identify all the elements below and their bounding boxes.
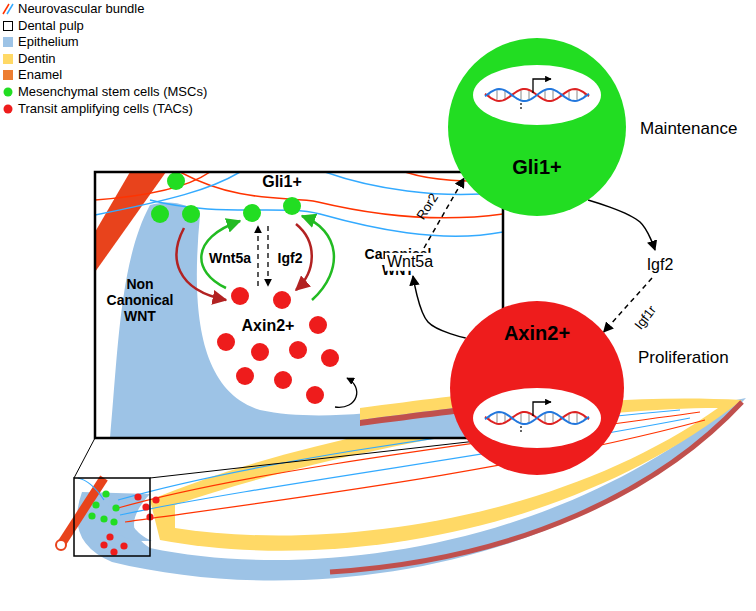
- inset-label: Igf2: [278, 250, 303, 266]
- inset-label: Wnt5a: [209, 250, 251, 266]
- dna-strand: [485, 412, 589, 424]
- amplifying-cell: [321, 349, 339, 367]
- legend-sample: [3, 4, 13, 14]
- amplifying-cell-circle: Axin2+Proliferation: [450, 301, 624, 475]
- stem-cell: [283, 197, 301, 215]
- amplifying-cell: [306, 386, 324, 404]
- legend-swatch: [3, 54, 13, 64]
- secretion-line: [588, 200, 655, 250]
- transcription-arrow: [533, 402, 551, 416]
- self-renewal-arrow: [335, 378, 357, 407]
- nerve-blue: [150, 200, 503, 236]
- amplifying-cell: [231, 287, 249, 305]
- pulp-sample: [4, 21, 13, 30]
- inset-label: Axin2+: [242, 317, 295, 335]
- nucleus: [473, 388, 601, 448]
- enamel-tip: [60, 478, 104, 546]
- nucleus: [473, 65, 601, 125]
- amplifying-cell: [273, 291, 291, 309]
- amplifying-cell: [110, 548, 117, 555]
- secretion-line: [413, 276, 466, 338]
- dna-strand: [485, 412, 589, 424]
- nerve-blue: [95, 172, 240, 215]
- inset: [95, 172, 503, 438]
- legend-text: Enamel: [18, 67, 62, 83]
- enamel: [95, 172, 166, 272]
- dna-strand: [485, 89, 589, 101]
- amplifying-cell: [236, 367, 254, 385]
- legend-swatch: [3, 70, 13, 80]
- stem-cell: [151, 205, 169, 223]
- amplifying-cell: [274, 371, 292, 389]
- canonical-arrow: [302, 216, 334, 300]
- stem-cell: [243, 204, 261, 222]
- stem-cell: [102, 490, 109, 497]
- legend-text: Dental pulp: [18, 18, 84, 34]
- cell-dots: [88, 490, 159, 555]
- legend-text: Mesenchymal stem cells (MSCs): [18, 84, 207, 100]
- dna-strand: [485, 89, 589, 101]
- legend-sample: [3, 104, 13, 114]
- amplifying-cell: [106, 533, 113, 540]
- amplifying-cell: [152, 496, 159, 503]
- inset-label: Non Canonical WNT: [100, 276, 180, 324]
- amplifying-cell: [120, 542, 127, 549]
- stem-cell: [182, 205, 200, 223]
- inset-ground: [95, 172, 503, 438]
- amplifying-cell: [309, 316, 327, 334]
- zoom-line: [74, 438, 95, 478]
- amplifying-cell: [217, 333, 235, 351]
- cell-sample: [4, 104, 13, 113]
- amplifying-cell: [251, 343, 269, 361]
- amplifying-cell: [289, 341, 307, 359]
- stem-cell: [100, 515, 107, 522]
- stem-cell: [92, 501, 99, 508]
- signal-arrow: [267, 226, 268, 286]
- nerve-sample: [7, 4, 13, 14]
- amplifying-cell: [142, 503, 149, 510]
- receptor-label: Ror2: [414, 191, 442, 223]
- legend-text: Neurovascular bundle: [18, 1, 144, 17]
- signal-arrow: [257, 226, 258, 286]
- transcription-arrow: [533, 79, 551, 93]
- cell-body: [450, 301, 624, 475]
- cell-outline: [448, 38, 626, 216]
- legend-sample: [3, 87, 13, 97]
- nerve-blue: [78, 478, 104, 500]
- epithelium-loop: [108, 495, 152, 541]
- stem-cell: [112, 504, 119, 511]
- stem-cell-circle: Gli1+Maintenance: [448, 38, 626, 216]
- cell-dots: [151, 172, 339, 404]
- amplifying-cell: [100, 541, 107, 548]
- nerve-red: [95, 172, 210, 200]
- receptor-label: Igf1r: [632, 303, 660, 333]
- zoom-box: [74, 478, 150, 556]
- stem-cell: [167, 172, 185, 190]
- zoom-line: [150, 438, 503, 478]
- binding-site: [520, 426, 521, 434]
- cell-body: [448, 38, 626, 216]
- cell-state: Maintenance: [640, 119, 737, 139]
- inset-label: Gli1+: [262, 173, 302, 191]
- cell-marker: Axin2+: [504, 322, 570, 345]
- ligand-label: Igf2: [645, 256, 676, 274]
- stem-cell: [88, 512, 95, 519]
- cell-state: Proliferation: [638, 348, 729, 368]
- amplifying-cell: [134, 493, 141, 500]
- legend-text: Dentin: [18, 51, 56, 67]
- legend-sample: [3, 21, 13, 31]
- stem-cell: [110, 518, 117, 525]
- legend-text: Transit amplifying cells (TACs): [18, 101, 193, 117]
- inset-frame: [95, 172, 503, 438]
- cell-sample: [4, 88, 13, 97]
- epithelium: [110, 202, 503, 438]
- enamel-tip-end: [56, 540, 66, 550]
- binding-site: [520, 103, 521, 111]
- legend-swatch: [3, 37, 13, 47]
- ligand-label: Wnt5a: [385, 253, 435, 271]
- legend-text: Epithelium: [18, 34, 79, 50]
- cell-marker: Gli1+: [512, 156, 561, 179]
